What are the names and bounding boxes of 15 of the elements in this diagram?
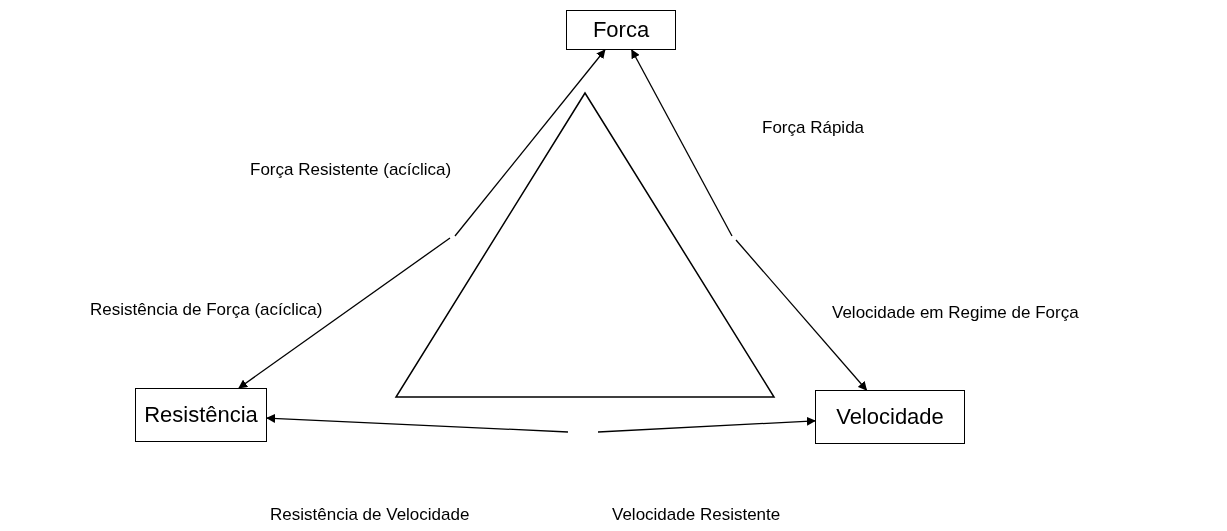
- edge-label: Velocidade Resistente: [612, 505, 781, 525]
- arrow: [238, 237, 451, 389]
- edge-label: Força Rápida: [762, 118, 865, 138]
- arrow: [266, 413, 569, 433]
- concept-box: Velocidade: [815, 390, 965, 444]
- edge-label: Força Resistente (acíclica): [250, 160, 452, 180]
- concept-box: Resistência: [135, 388, 267, 442]
- arrow: [597, 416, 816, 433]
- arrow: [735, 239, 868, 391]
- concept-box: Forca: [566, 10, 676, 50]
- edge-label: Resistência de Velocidade: [270, 505, 470, 525]
- arrow: [454, 49, 606, 237]
- edge-label: Velocidade em Regime de Força: [832, 303, 1079, 323]
- arrow: [631, 49, 733, 237]
- edge-label: Resistência de Força (acíclica): [90, 300, 323, 320]
